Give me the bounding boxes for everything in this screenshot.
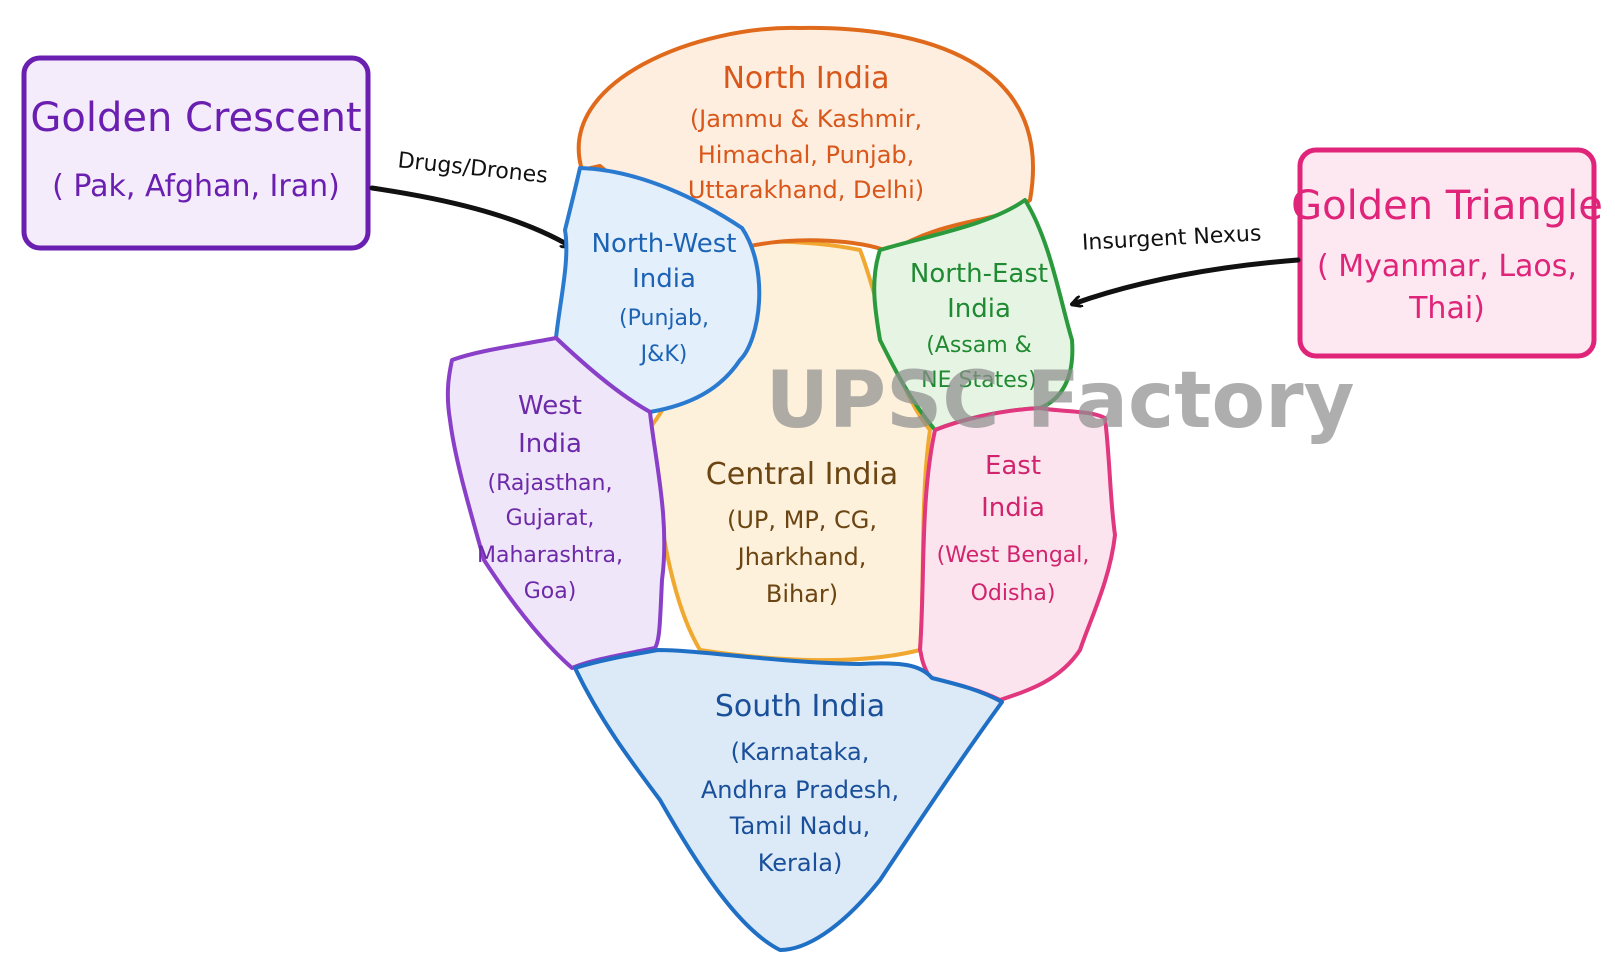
- region-north-east-india: North-East India (Assam & NE States): [872, 198, 1075, 432]
- watermark: UPSC Factory: [766, 356, 1355, 446]
- region-north-india: North India (Jammu & Kashmir, Himachal, …: [576, 25, 1035, 254]
- north-west-india-title-line1: North-West: [592, 229, 737, 259]
- north-east-india-title-line1: North-East: [910, 259, 1048, 289]
- region-west-india: West India (Rajasthan, Gujarat, Maharash…: [445, 336, 667, 670]
- golden-crescent-countries: ( Pak, Afghan, Iran): [52, 169, 340, 204]
- golden-triangle-countries-line1: ( Myanmar, Laos,: [1317, 249, 1577, 284]
- insurgent-nexus-label: Insurgent Nexus: [1081, 221, 1262, 255]
- central-india-line3: Bihar): [766, 580, 838, 608]
- central-india-title: Central India: [706, 457, 898, 492]
- north-west-india-line2: J&K): [639, 342, 688, 367]
- north-india-line1: (Jammu & Kashmir,: [690, 105, 922, 133]
- central-india-line2: Jharkhand,: [736, 543, 867, 571]
- north-east-india-line2: NE States): [921, 368, 1037, 393]
- east-india-title-line1: East: [985, 451, 1041, 481]
- golden-triangle-title: Golden Triangle: [1291, 183, 1603, 229]
- north-india-title: North India: [722, 61, 889, 96]
- south-india-line2: Andhra Pradesh,: [701, 776, 899, 804]
- golden-crescent-rect: [21, 55, 371, 251]
- north-east-india-shape: [872, 198, 1075, 432]
- south-india-line1: (Karnataka,: [731, 738, 870, 766]
- north-india-line2: Himachal, Punjab,: [698, 141, 915, 169]
- south-india-title: South India: [715, 689, 885, 724]
- drugs-drones-arrow-line: [369, 185, 570, 246]
- insurgent-nexus-arrow-line: [1073, 257, 1301, 304]
- east-india-line1: (West Bengal,: [937, 543, 1090, 568]
- central-india-line1: (UP, MP, CG,: [727, 506, 877, 534]
- west-india-shape: [445, 336, 667, 670]
- south-india-line4: Kerala): [758, 849, 843, 877]
- golden-crescent-box: Golden Crescent ( Pak, Afghan, Iran): [21, 55, 371, 251]
- west-india-title-line2: India: [518, 429, 582, 459]
- east-india-title-line2: India: [981, 493, 1045, 523]
- north-west-india-shape: [554, 166, 762, 414]
- west-india-line4: Goa): [524, 579, 577, 604]
- golden-triangle-countries-line2: Thai): [1408, 291, 1485, 326]
- region-north-west-india: North-West India (Punjab, J&K): [554, 166, 762, 414]
- golden-triangle-box: Golden Triangle ( Myanmar, Laos, Thai): [1291, 147, 1603, 359]
- west-india-title-line1: West: [518, 391, 582, 421]
- north-east-india-title-line2: India: [947, 294, 1011, 324]
- north-east-india-line1: (Assam &: [926, 333, 1032, 358]
- west-india-line2: Gujarat,: [506, 506, 595, 531]
- north-west-india-line1: (Punjab,: [619, 306, 709, 331]
- east-india-line2: Odisha): [971, 581, 1056, 606]
- golden-crescent-title: Golden Crescent: [30, 95, 361, 141]
- north-india-line3: Uttarakhand, Delhi): [688, 176, 924, 204]
- south-india-line3: Tamil Nadu,: [729, 812, 870, 840]
- region-south-india: South India (Karnataka, Andhra Pradesh, …: [573, 648, 1004, 952]
- north-west-india-title-line2: India: [632, 264, 696, 294]
- west-india-line1: (Rajasthan,: [488, 471, 613, 496]
- insurgent-nexus-arrow: Insurgent Nexus: [1073, 221, 1301, 304]
- south-india-shape: [573, 648, 1004, 952]
- drugs-drones-label: Drugs/Drones: [396, 148, 548, 189]
- east-india-shape: [918, 406, 1117, 702]
- drugs-drones-arrow: Drugs/Drones: [369, 148, 570, 246]
- region-east-india: East India (West Bengal, Odisha): [918, 406, 1117, 702]
- golden-triangle-rect: [1297, 147, 1597, 359]
- west-india-line3: Maharashtra,: [477, 543, 623, 568]
